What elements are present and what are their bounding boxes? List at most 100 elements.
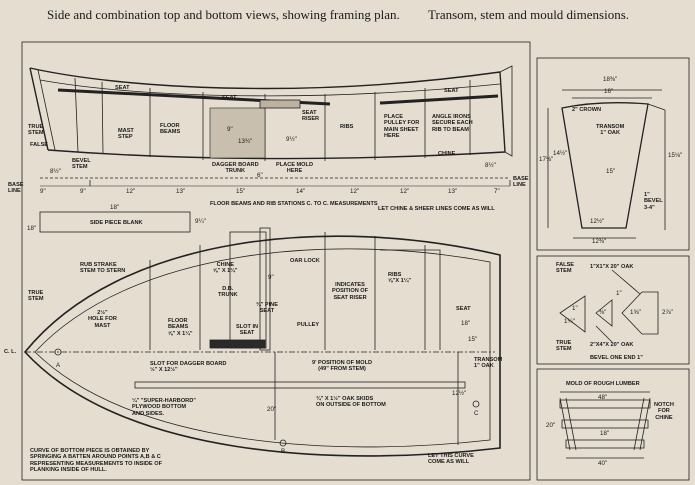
stem-false-size: 1"X1"X 20" OAK: [590, 264, 634, 270]
mold-dim-height: 20": [546, 422, 556, 429]
side-station-8: 12": [400, 188, 410, 195]
stem-dim-3-8: ⅜": [599, 309, 607, 316]
side-label-base-line-left: BASE LINE: [8, 182, 24, 195]
plan-point-c: C: [474, 410, 479, 417]
transom-bevel: 1" BEVEL 3-4": [644, 192, 663, 211]
side-piece-blank-shape: [39, 211, 191, 233]
stem-true-stem: TRUE STEM: [556, 340, 572, 353]
plan-label-chine: CHINE ⅝" x 1¼": [213, 262, 238, 275]
transom-top-width-2: 16": [604, 88, 614, 95]
plan-note-let-curve: LET THIS CURVE COME AS WILL: [428, 453, 474, 466]
side-label-seat-2: SEAT: [222, 95, 237, 101]
side-dim-9-1-2: 9½": [286, 136, 297, 143]
plan-dim-20: 20": [267, 406, 277, 413]
transom-detail-shape: [547, 89, 666, 239]
side-note-stations: FLOOR BEAMS AND RIB STATIONS C. TO C. ME…: [210, 201, 378, 207]
side-label-seat-riser: SEAT RISER: [302, 110, 320, 123]
stem-panel-frame: [536, 255, 690, 365]
plan-dim-15: 15": [468, 336, 478, 343]
plan-label-pulley: PULLEY: [297, 322, 320, 328]
plan-dim-9: 9": [268, 274, 274, 281]
side-station-10: 7": [494, 188, 500, 195]
stem-true-size: 2"X4"X 20" OAK: [590, 342, 634, 348]
stem-detail-shape: [559, 269, 659, 343]
left-panel-frame: [21, 41, 531, 481]
mold-notch: NOTCH FOR CHINE: [654, 402, 674, 421]
plan-dim-12-1-2: 12½": [452, 390, 467, 397]
plan-label-skids: ¾" x 1½" OAK SKIDS ON OUTSIDE OF BOTTOM: [316, 396, 386, 409]
side-label-bevel-stem: BEVEL STEM: [72, 158, 91, 171]
side-dim-height-left: 8½": [50, 168, 61, 175]
side-label-true-stem: TRUE STEM: [28, 124, 44, 137]
side-label-mast-step: MAST STEP: [118, 128, 134, 141]
stem-dim-1-1-4: 1¼": [564, 318, 575, 325]
plan-label-transom: TRANSOM 1" OAK: [474, 357, 503, 370]
side-label-false: FALSE: [30, 142, 49, 148]
side-note-let-chine: LET CHINE & SHEER LINES COME AS WILL: [378, 206, 495, 212]
plan-label-db-trunk: D.B. TRUNK: [218, 286, 238, 299]
plan-label-floor-beams: FLOOR BEAMS ⅝" x 1¼": [168, 318, 193, 337]
mold-panel-frame: [536, 368, 690, 481]
header-right-title: Transom, stem and mould dimensions.: [428, 7, 630, 22]
plan-label-indicates: INDICATES POSITION OF SEAT RISER: [332, 282, 369, 301]
stem-dim-2-7-8: 2⅞": [662, 309, 673, 316]
plan-label-cl: C. L.: [4, 349, 17, 355]
transom-bottom-width: 12⅜": [592, 238, 607, 245]
side-piece-label: SIDE PIECE BLANK: [90, 220, 143, 226]
plan-label-slot-seat: SLOT IN SEAT: [236, 324, 259, 337]
side-label-floor-beams: FLOOR BEAMS: [160, 123, 181, 136]
plan-note-curve: CURVE OF BOTTOM PIECE IS OBTAINED BY SPR…: [30, 448, 162, 474]
transom-panel-frame: [536, 57, 690, 251]
side-label-place-pulley: PLACE PULLEY FOR MAIN SHEET HERE: [384, 114, 420, 140]
plan-oak-skid: [134, 381, 466, 389]
plan-label-pine-seat: ¾" PINE SEAT: [256, 302, 278, 315]
side-piece-height: 18": [27, 225, 37, 232]
plan-point-a: A: [56, 362, 61, 369]
plan-seat-plank: [259, 227, 271, 351]
mold-detail-shape: [559, 391, 651, 459]
side-station-7: 12": [350, 188, 360, 195]
transom-bottom-width-2: 12½": [590, 218, 605, 225]
transom-crown: 2" CROWN: [572, 107, 602, 113]
side-station-2: 9": [80, 188, 86, 195]
plan-label-seat: SEAT: [456, 306, 471, 312]
plan-dim-18: 18": [461, 320, 471, 327]
transom-height-left-2: 14½": [553, 150, 568, 157]
plan-label-oar-lock: OAR LOCK: [290, 258, 320, 264]
side-dim-6: 6": [257, 172, 263, 179]
mold-dim-top: 48": [598, 394, 608, 401]
side-view-hull: [29, 65, 513, 187]
side-label-place-mold: PLACE MOLD HERE: [276, 162, 313, 175]
side-label-seat-1: SEAT: [115, 85, 130, 91]
stem-bevel: BEVEL ONE END 1": [590, 355, 643, 361]
side-dim-13-3-4: 13¾": [238, 138, 253, 145]
side-label-angle-irons: ANGLE IRONS SECURE EACH RIB TO BEAM: [432, 114, 473, 133]
side-dim-9: 9": [227, 126, 233, 133]
plan-label-true-stem: TRUE STEM: [28, 290, 44, 303]
side-station-3: 12": [126, 188, 136, 195]
plan-label-hole-mast: 2½" HOLE FOR MAST: [88, 310, 117, 329]
transom-height-right: 15⅛": [668, 152, 683, 159]
plan-label-slot-dagger: SLOT FOR DAGGER BOARD ½" X 12½": [150, 361, 227, 374]
plan-view-hull: [23, 227, 501, 457]
plan-label-ribs: RIBS ⅝"x 1¼": [388, 272, 412, 285]
side-station-5: 15": [236, 188, 246, 195]
stem-false-stem: FALSE STEM: [556, 262, 575, 275]
header-left-title: Side and combination top and bottom view…: [47, 7, 400, 22]
side-piece-length: 18": [110, 204, 120, 211]
side-station-1: 9": [40, 188, 46, 195]
stem-dim-1-5-8: 1⅝": [630, 309, 641, 316]
transom-height-left: 17⅛": [539, 156, 554, 163]
mold-dim-mid: 18": [600, 430, 610, 437]
transom-height-slope: 15": [606, 168, 616, 175]
side-station-4: 13": [176, 188, 186, 195]
side-label-ribs: RIBS: [340, 124, 354, 130]
mold-dim-bottom: 40": [598, 460, 608, 467]
plan-label-position-mold: 9' POSITION OF MOLD (49" FROM STEM): [312, 360, 373, 373]
plan-label-rub-strake: RUB STRAKE STEM TO STERN: [80, 262, 126, 275]
side-label-base-line-right: BASE LINE: [513, 176, 529, 189]
side-label-seat-3: SEAT: [444, 88, 459, 94]
side-station-9: 13": [448, 188, 458, 195]
side-station-6: 14": [296, 188, 306, 195]
